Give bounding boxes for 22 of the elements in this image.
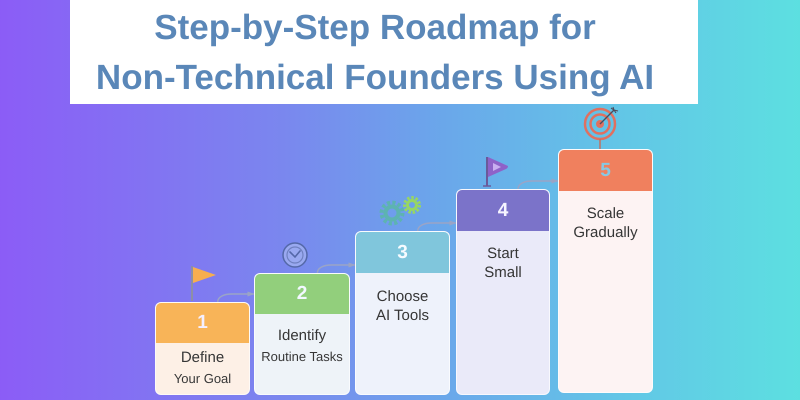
step-title: Choose AI Tools — [374, 287, 430, 325]
step-number: 1 — [197, 312, 208, 334]
step-title: Identify — [278, 326, 326, 345]
arrow — [217, 292, 254, 302]
step-card — [155, 302, 250, 395]
step-card — [558, 149, 653, 393]
step-number: 4 — [498, 200, 508, 222]
step-card — [254, 273, 350, 395]
title: Step-by-Step Roadmap for Non-Technical Founders Using AI — [94, 7, 656, 99]
step-number: 2 — [296, 283, 308, 305]
step-card — [456, 189, 550, 395]
arrow — [316, 262, 356, 274]
arrow — [517, 178, 558, 190]
arrow — [417, 220, 456, 232]
step-title: Define — [180, 348, 224, 367]
step-title: Start Small — [483, 244, 523, 282]
step-title: Scale Gradually — [572, 204, 639, 242]
step-subtitle: Your Goal — [174, 370, 232, 388]
step-subtitle: Routine Tasks — [261, 348, 343, 366]
step-number: 3 — [397, 242, 408, 264]
step-number: 5 — [600, 160, 611, 182]
step-card — [355, 231, 450, 395]
